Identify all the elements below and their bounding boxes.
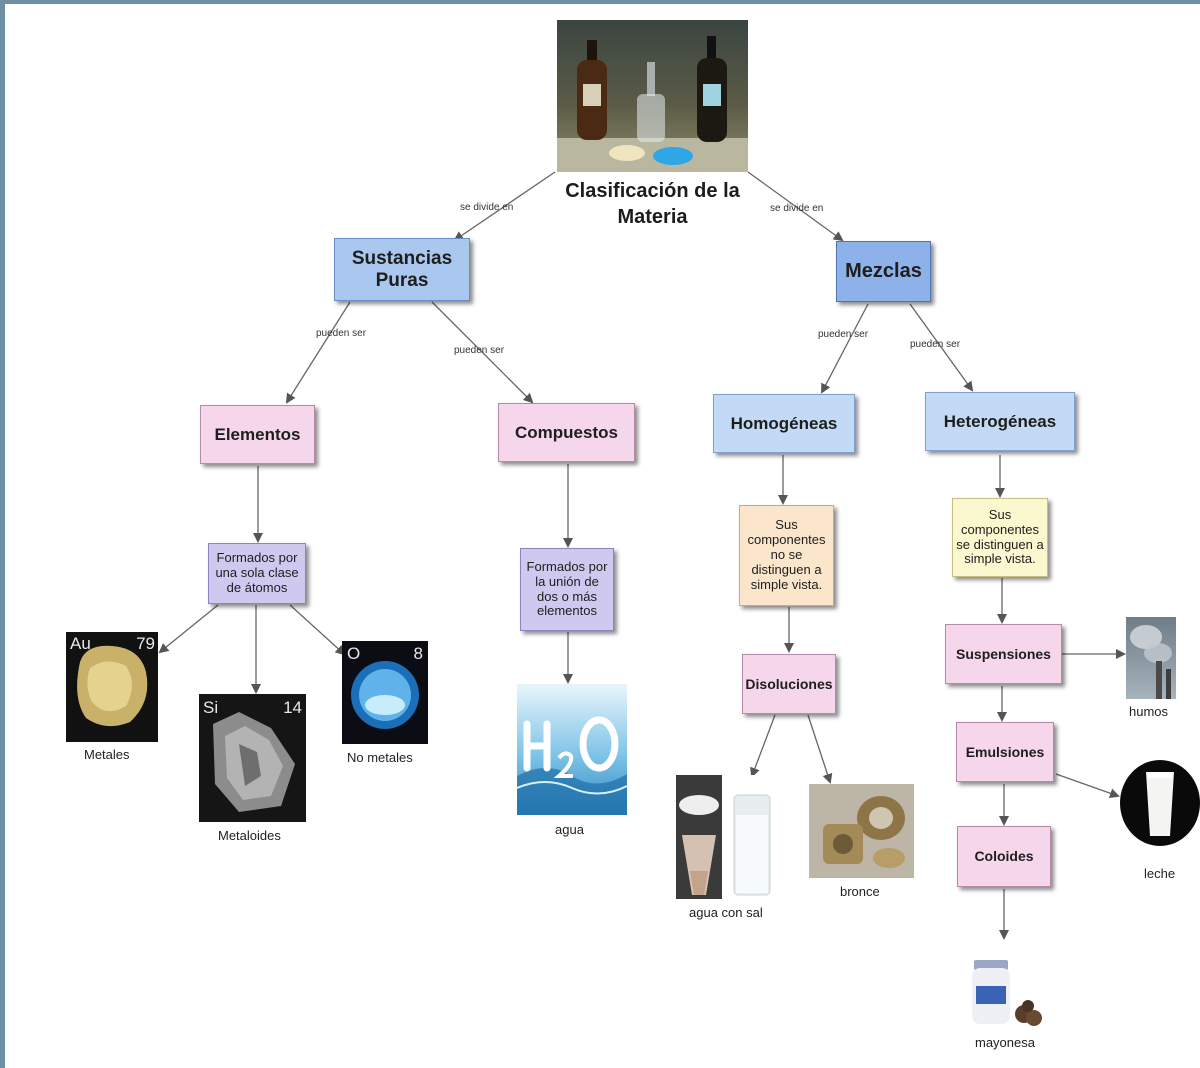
silicon-element-image: Si 14: [199, 694, 306, 822]
link-label-pueden-2: pueden ser: [454, 345, 505, 356]
link-label-pueden-3: pueden ser: [818, 329, 869, 340]
gold-element-image: Au 79: [66, 632, 158, 742]
node-suspensiones[interactable]: Suspensiones: [945, 624, 1062, 684]
smoke-image: [1126, 617, 1176, 699]
node-coloides[interactable]: Coloides: [957, 826, 1051, 887]
caption-agua-con-sal: agua con sal: [689, 905, 763, 920]
caption-metales: Metales: [84, 747, 130, 762]
link-label-pueden-4: pueden ser: [910, 339, 961, 350]
node-compuestos-label: Compuestos: [515, 422, 618, 442]
arrow-formados-to-nometales: [289, 604, 346, 656]
node-sustancias-puras[interactable]: Sustancias Puras: [334, 238, 470, 301]
caption-mayonesa: mayonesa: [975, 1035, 1035, 1050]
arrow-disoluciones-to-aguasal: [750, 714, 776, 778]
node-no-distinguen-label: Sus componentes no se distinguen a simpl…: [747, 517, 826, 592]
milk-glass-image: [1120, 760, 1200, 846]
arrow-mezclas-to-heterogeneas: [909, 303, 974, 392]
node-heterogeneas[interactable]: Heterogéneas: [925, 392, 1075, 451]
water-h2o-image: [517, 684, 627, 815]
caption-bronce: bronce: [840, 884, 880, 899]
oxygen-number: 8: [413, 644, 423, 663]
arrow-mezclas-to-homogeneas: [821, 303, 869, 394]
arrow-emulsiones-to-leche: [1055, 773, 1120, 799]
node-no-distinguen[interactable]: Sus componentes no se distinguen a simpl…: [739, 505, 834, 606]
node-formados-sola-clase-label: Formados por una sola clase de átomos: [215, 550, 299, 595]
salt-water-image: [676, 775, 776, 899]
arrow-title-to-sustancias: [453, 171, 556, 242]
arrow-title-to-mezclas: [747, 171, 844, 242]
silicon-symbol: Si: [203, 698, 219, 717]
node-formados-sola-clase[interactable]: Formados por una sola clase de átomos: [208, 543, 306, 604]
link-label-pueden-1: pueden ser: [316, 328, 367, 339]
node-formados-union[interactable]: Formados por la unión de dos o más eleme…: [520, 548, 614, 631]
caption-humos: humos: [1129, 704, 1169, 719]
node-disoluciones-label: Disoluciones: [745, 675, 833, 692]
node-compuestos[interactable]: Compuestos: [498, 403, 635, 462]
map-title-line2: Materia: [617, 206, 688, 228]
link-label-divide-left: se divide en: [460, 202, 514, 213]
node-emulsiones-label: Emulsiones: [965, 743, 1045, 760]
node-formados-union-label: Formados por la unión de dos o más eleme…: [526, 558, 608, 619]
caption-leche: leche: [1144, 866, 1176, 881]
node-coloides-label: Coloides: [974, 848, 1034, 865]
caption-metaloides: Metaloides: [218, 828, 281, 843]
oxygen-symbol: O: [347, 644, 361, 663]
node-si-distinguen-label: Sus componentes se distinguen a simple v…: [956, 506, 1044, 567]
bronze-image: [809, 784, 914, 878]
caption-agua: agua: [555, 822, 584, 837]
caption-no-metales: No metales: [347, 750, 413, 765]
node-elementos[interactable]: Elementos: [200, 405, 315, 464]
gold-number: 79: [136, 634, 155, 653]
arrow-sustancias-to-elementos: [285, 301, 351, 404]
node-mezclas-label: Mezclas: [845, 260, 922, 282]
link-label-divide-right: se divide en: [770, 203, 824, 214]
arrow-disoluciones-to-bronce: [807, 714, 833, 784]
node-elementos-label: Elementos: [214, 424, 301, 444]
node-homogeneas-label: Homogéneas: [730, 413, 838, 433]
map-title-line1: Clasificación de la: [565, 180, 740, 202]
map-title: Clasificación de la Materia: [545, 178, 760, 230]
node-heterogeneas-label: Heterogéneas: [943, 411, 1057, 431]
gold-symbol: Au: [70, 634, 91, 653]
node-si-distinguen[interactable]: Sus componentes se distinguen a simple v…: [952, 498, 1048, 577]
silicon-number: 14: [283, 698, 302, 717]
node-suspensiones-label: Suspensiones: [956, 645, 1051, 662]
node-mezclas[interactable]: Mezclas: [836, 241, 931, 302]
arrow-sustancias-to-compuestos: [431, 301, 534, 404]
arrow-formados-to-metales: [158, 604, 219, 654]
node-emulsiones[interactable]: Emulsiones: [956, 722, 1054, 782]
mayonnaise-image: [968, 956, 1048, 1030]
node-homogeneas[interactable]: Homogéneas: [713, 394, 855, 453]
oxygen-element-image: O 8: [342, 641, 428, 744]
lab-bottles-image: [557, 20, 748, 172]
node-sustancias-puras-label: Sustancias Puras: [351, 247, 453, 291]
node-disoluciones[interactable]: Disoluciones: [742, 654, 836, 714]
